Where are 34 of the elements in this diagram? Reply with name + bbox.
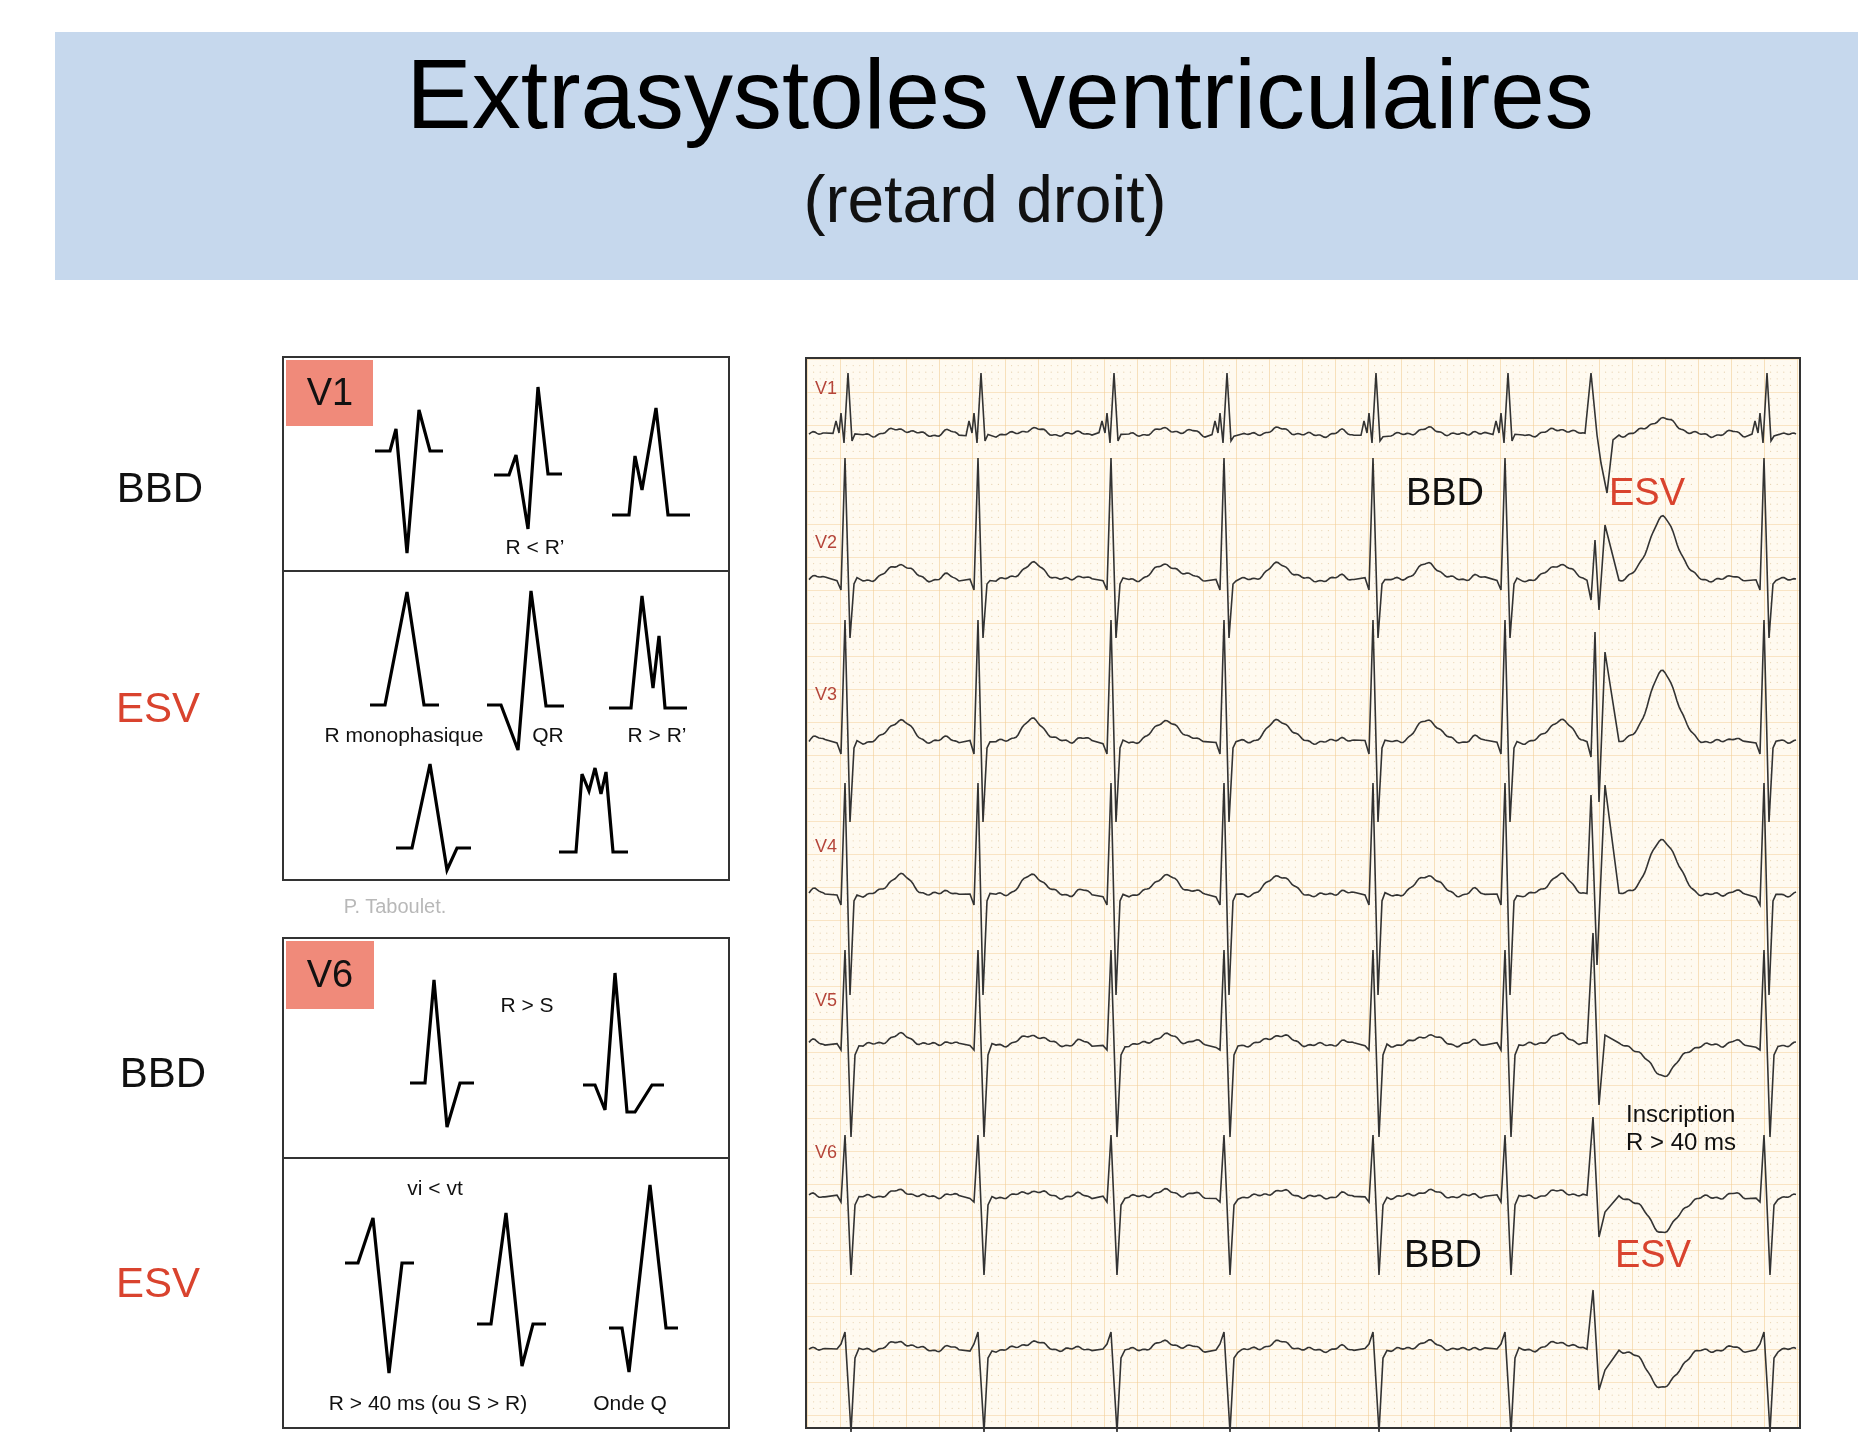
waveform-label: vi < vt xyxy=(407,1175,463,1201)
waveform-label: ESV xyxy=(1608,471,1685,515)
lead-badge xyxy=(286,941,374,1009)
waveform-label: R > S xyxy=(500,992,554,1018)
waveform-label: Onde Q xyxy=(593,1390,667,1416)
lead-name: V2 xyxy=(815,531,837,553)
lead-name: V6 xyxy=(306,953,354,997)
waveform-label: ESV xyxy=(1614,1233,1691,1277)
lead-name: V3 xyxy=(815,683,837,705)
lead-name: V1 xyxy=(815,377,837,399)
title: Extrasystoles ventriculaires xyxy=(405,38,1595,151)
waveform-label: R > R’ xyxy=(627,722,687,748)
lead-panel xyxy=(282,1157,730,1429)
waveform-label: BBD xyxy=(1405,471,1485,515)
waveform-label: R monophasique xyxy=(324,722,484,748)
lead-name: V1 xyxy=(306,371,354,415)
row-label: BBD xyxy=(116,463,204,513)
waveform-label: QR xyxy=(532,722,564,748)
waveform-label: BBD xyxy=(1403,1233,1483,1277)
waveform-label: R > 40 ms (ou S > R) xyxy=(328,1390,528,1416)
credit-text: P. Taboulet. xyxy=(343,894,447,918)
lead-panel xyxy=(282,570,730,881)
row-label: ESV xyxy=(115,1258,200,1308)
lead-panel xyxy=(282,356,730,572)
lead-name: V4 xyxy=(815,835,837,857)
annotation-text: Inscription R > 40 ms xyxy=(1626,1100,1738,1156)
lead-badge xyxy=(286,360,373,426)
lead-name: V5 xyxy=(815,989,837,1011)
lead-panel xyxy=(282,937,730,1159)
waveform-label: R < R’ xyxy=(505,534,565,560)
row-label: BBD xyxy=(119,1048,207,1098)
lead-name: V6 xyxy=(815,1141,837,1163)
row-label: ESV xyxy=(115,683,200,733)
subtitle: (retard droit) xyxy=(803,162,1167,238)
